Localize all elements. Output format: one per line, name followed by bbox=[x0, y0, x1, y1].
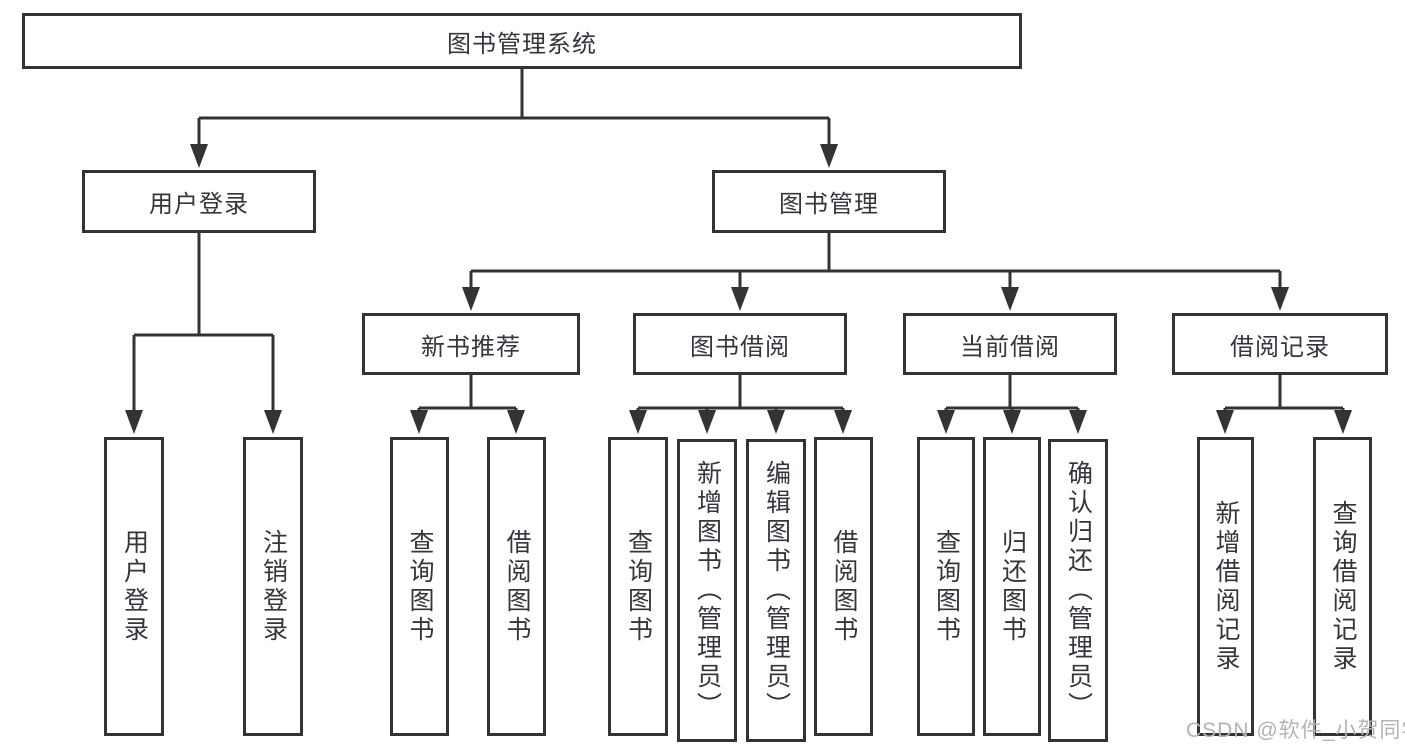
node-book-management: 图书管理 bbox=[712, 170, 946, 233]
node-current-borrowing: 当前借阅 bbox=[903, 313, 1117, 375]
node-borrowing-records: 借阅记录 bbox=[1172, 313, 1388, 375]
node-new-book-recommend: 新书推荐 bbox=[362, 313, 580, 375]
node-book-borrowing: 图书借阅 bbox=[633, 313, 847, 375]
leaf-logout: 注销登录 bbox=[243, 437, 303, 736]
leaf-user-login: 用户登录 bbox=[104, 437, 164, 736]
leaf-query-books-current: 查询图书 bbox=[917, 437, 975, 736]
leaf-query-books-recommend: 查询图书 bbox=[390, 437, 449, 736]
leaf-confirm-return-admin: 确认归还（管理员） bbox=[1048, 439, 1108, 742]
leaf-query-books-borrowing: 查询图书 bbox=[608, 437, 668, 736]
leaf-add-borrow-record: 新增借阅记录 bbox=[1197, 437, 1254, 736]
leaf-query-borrow-record: 查询借阅记录 bbox=[1313, 437, 1372, 736]
leaf-return-books: 归还图书 bbox=[983, 437, 1041, 736]
csdn-watermark: CSDN @软件_小贺同学 bbox=[1186, 719, 1405, 742]
arrowheads bbox=[125, 144, 1352, 434]
node-user-login: 用户登录 bbox=[82, 170, 316, 233]
leaf-borrow-books-recommend: 借阅图书 bbox=[487, 437, 546, 736]
node-library-management-system: 图书管理系统 bbox=[22, 13, 1022, 69]
leaf-add-books-admin: 新增图书（管理员） bbox=[677, 439, 737, 742]
leaf-borrow-books-borrowing: 借阅图书 bbox=[814, 437, 873, 736]
leaf-edit-books-admin: 编辑图书（管理员） bbox=[746, 439, 806, 742]
